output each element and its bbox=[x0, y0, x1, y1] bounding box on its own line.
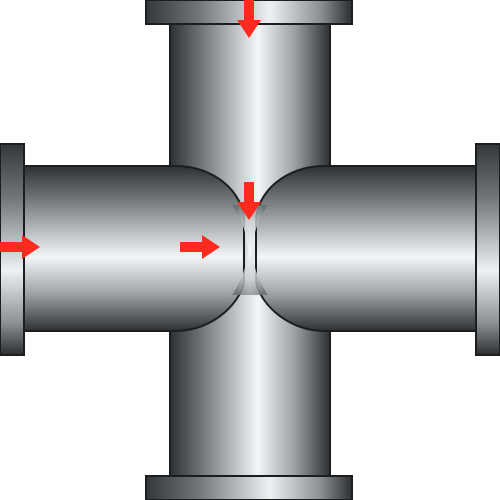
horizontal-pipe bbox=[23, 165, 477, 332]
flow-arrows bbox=[0, 0, 261, 259]
right-pipe-body bbox=[255, 165, 477, 332]
left-pipe-body bbox=[23, 165, 245, 332]
bottom-flange bbox=[145, 475, 353, 500]
arrow-down-icon bbox=[237, 182, 261, 220]
arrow-right-icon bbox=[180, 235, 220, 259]
right-flange bbox=[475, 143, 500, 356]
arrow-right-icon bbox=[0, 235, 40, 259]
arrow-down-icon bbox=[237, 0, 261, 38]
center-junction bbox=[232, 205, 268, 295]
